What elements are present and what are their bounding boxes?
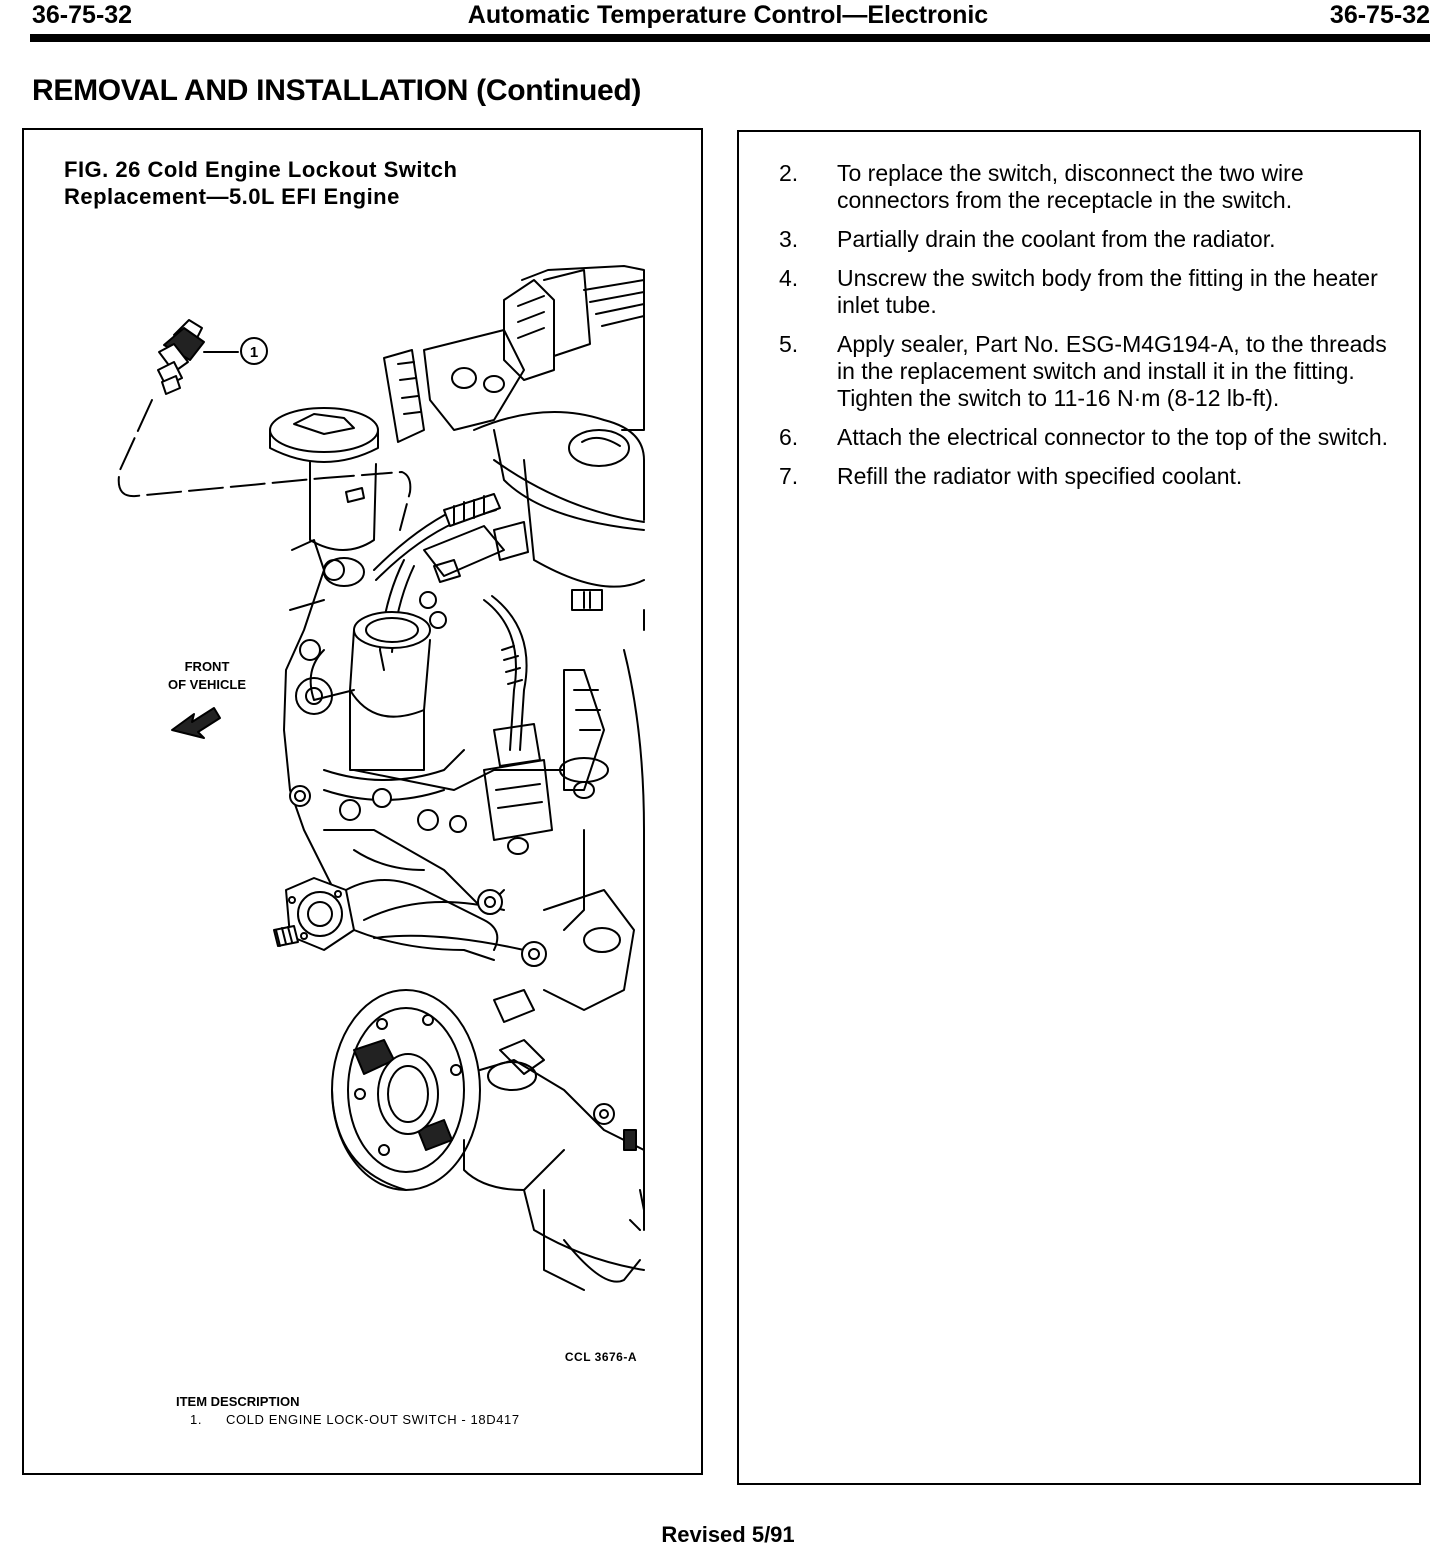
front-label-line2: OF VEHICLE (167, 677, 246, 692)
step-item: 4. Unscrew the switch body from the fitt… (779, 265, 1389, 319)
legend-item-description: COLD ENGINE LOCK-OUT SWITCH - 18D417 (226, 1412, 520, 1427)
callout-circle (241, 338, 267, 364)
step-item: 7. Refill the radiator with specified co… (779, 463, 1389, 490)
header-rule (30, 34, 1430, 42)
callout-number: 1 (250, 344, 258, 361)
step-text: Partially drain the coolant from the rad… (837, 226, 1276, 252)
step-text: Apply sealer, Part No. ESG-M4G194-A, to … (837, 331, 1387, 411)
procedure-steps: 2. To replace the switch, disconnect the… (779, 160, 1389, 502)
front-arrow (172, 708, 220, 738)
step-text: Refill the radiator with specified coola… (837, 463, 1243, 489)
water-pump (274, 878, 634, 1010)
legend-item-number: 1. (190, 1412, 203, 1427)
step-number: 6. (779, 424, 799, 450)
figure-panel: FIG. 26 Cold Engine Lockout Switch Repla… (22, 128, 703, 1475)
step-number: 5. (779, 331, 799, 357)
running-header-title: Automatic Temperature Control—Electronic (467, 1, 989, 29)
front-of-vehicle-label: FRONT OF VEHICLE (132, 658, 282, 694)
lower-block (464, 990, 644, 1290)
step-text: Unscrew the switch body from the fitting… (837, 265, 1378, 318)
step-item: 5. Apply sealer, Part No. ESG-M4G194-A, … (779, 331, 1389, 412)
step-number: 7. (779, 463, 799, 489)
crankshaft-damper (332, 990, 480, 1190)
page-number-right: 36-75-32 (1329, 1, 1430, 29)
step-item: 6. Attach the electrical connector to th… (779, 424, 1389, 451)
step-text: To replace the switch, disconnect the tw… (837, 160, 1304, 213)
step-text: Attach the electrical connector to the t… (837, 424, 1389, 450)
page-number-left: 36-75-32 (32, 1, 133, 29)
section-title: REMOVAL AND INSTALLATION (Continued) (32, 74, 642, 107)
step-number: 4. (779, 265, 799, 291)
engine-illustration: 1 (24, 130, 701, 1473)
step-number: 2. (779, 160, 799, 186)
legend-item: 1. COLD ENGINE LOCK-OUT SWITCH - 18D417 (190, 1412, 520, 1427)
radiator-filler (270, 408, 378, 586)
revision-footer: Revised 5/91 (661, 1522, 795, 1547)
wiring-harness (374, 494, 552, 854)
step-number: 3. (779, 226, 799, 252)
legend-header: ITEM DESCRIPTION (176, 1394, 300, 1409)
step-item: 2. To replace the switch, disconnect the… (779, 160, 1389, 214)
engine-block (284, 540, 644, 1230)
illustration-code: CCL 3676-A (564, 1350, 637, 1364)
intake-manifold (384, 266, 644, 610)
heater-inlet-tube (290, 750, 504, 910)
thermostat-housing (311, 560, 446, 770)
lockout-switch-detail (158, 320, 238, 394)
figure-caption: FIG. 26 Cold Engine Lockout Switch Repla… (64, 156, 457, 210)
figure-caption-line2: Replacement—5.0L EFI Engine (64, 184, 400, 209)
procedure-panel: 2. To replace the switch, disconnect the… (737, 130, 1421, 1485)
front-label-line1: FRONT (184, 659, 230, 674)
figure-caption-line1: FIG. 26 Cold Engine Lockout Switch (64, 157, 458, 182)
step-item: 3. Partially drain the coolant from the … (779, 226, 1389, 253)
